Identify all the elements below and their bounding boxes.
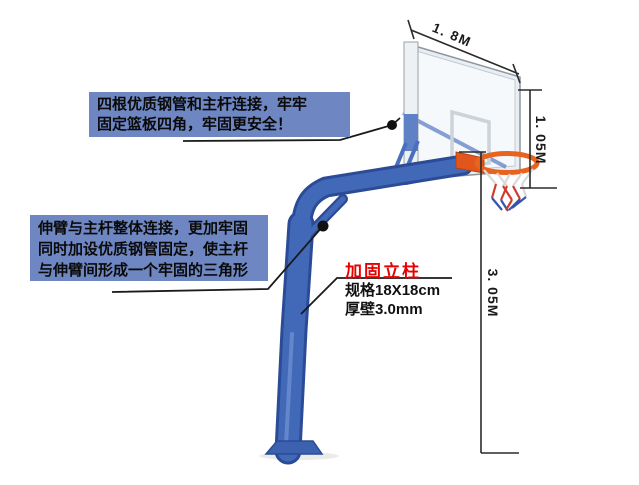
dimension-label-rim-height: 3. 05M [485, 268, 501, 318]
extension-arm [293, 157, 471, 238]
callout-backboard-line1: 四根优质钢管和主杆连接，牢牢 [97, 96, 308, 113]
callout-box-arm: 伸臂与主杆整体连接，更加牢固 同时加设优质钢管固定，使主杆 与伸臂间形成一个牢固… [30, 215, 268, 281]
net [483, 168, 534, 212]
callout-backboard-line2: 固定篮板四角，牢固更安全！ [97, 116, 293, 133]
callout-arm-line2: 同时加设优质钢管固定，使主杆 [38, 241, 249, 258]
callout-arm-line3: 与伸臂间形成一个牢固的三角形 [38, 262, 249, 279]
spec-size: 规格18X18cm [345, 282, 441, 299]
pole-structure [264, 154, 474, 465]
spec-lines: 规格18X18cm 厚壁3.0mm [345, 281, 440, 319]
spec-title: 加固立柱 [345, 262, 421, 281]
dimension-line-board-height [518, 89, 557, 189]
post-blue-band [404, 114, 418, 151]
pole-highlight [284, 332, 294, 447]
callout-arm-line1: 伸臂与主杆整体连接，更加牢固 [38, 220, 249, 237]
dimension-line-board-width [407, 19, 521, 84]
leader-line-arm-callout [111, 225, 324, 293]
backboard [402, 42, 521, 181]
dimension-lines [407, 19, 557, 454]
leader-line-backboard-callout [182, 117, 401, 142]
callout-dot-backboard [387, 120, 397, 130]
spec-thickness: 厚壁3.0mm [345, 301, 423, 318]
callout-box-backboard: 四根优质钢管和主杆连接，牢牢 固定篮板四角，牢固更安全！ [89, 92, 350, 137]
shooting-square [450, 109, 491, 172]
leader-lines [111, 117, 452, 315]
main-pole [277, 213, 312, 462]
brace-tube [303, 196, 346, 240]
dimension-label-board-height: 1. 05M [533, 115, 549, 165]
rim [474, 151, 540, 175]
hoop [455, 151, 540, 212]
dimension-line-rim-height [459, 151, 519, 454]
callout-dot-arm [317, 220, 329, 232]
leader-line-spec [300, 277, 452, 315]
base-flange [264, 440, 324, 455]
